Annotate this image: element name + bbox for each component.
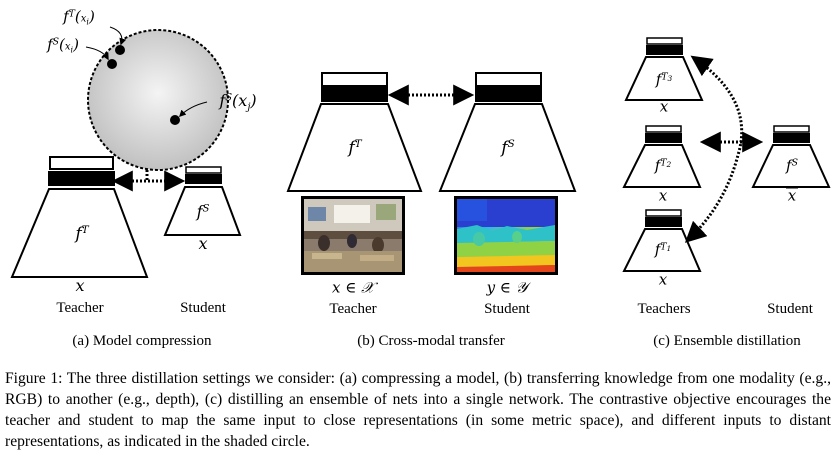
embedding-circle (87, 29, 229, 171)
student-trapezoid (163, 186, 242, 236)
subcaption-a: (a) Model compression (72, 333, 212, 349)
teacher-fT-a: fT (75, 223, 89, 244)
student-head-bar-c (773, 133, 810, 143)
x-label-student-c: x (787, 186, 797, 205)
teacher-head-bar-b (321, 87, 388, 102)
pointer-student-xj (179, 101, 208, 117)
x-label-t3: x (659, 97, 669, 116)
label-fS-xj: fS(xj) (219, 90, 257, 114)
figure-caption: Figure 1: The three distillation setting… (5, 370, 831, 450)
student-fS-a: fS (196, 202, 210, 221)
x-label-t2: x (658, 186, 668, 205)
teacher-label-b: Teacher (329, 301, 377, 317)
teacher-trapezoid (10, 188, 149, 278)
point-student-xj (170, 115, 180, 125)
x-label-teacher-a: x (75, 276, 85, 295)
panel-ensemble (622, 37, 831, 272)
student-head-top-b (475, 72, 542, 87)
t1-head-top (645, 209, 682, 217)
teacher-head-bar (48, 171, 115, 186)
student-trapezoid-b (438, 103, 577, 192)
depth-image (454, 196, 558, 275)
student-label-c: Student (767, 301, 813, 317)
t3-head-bar (646, 45, 683, 55)
x-label-student-a: x (198, 234, 208, 253)
x-in-X-label: x ∈ 𝒳 (332, 278, 374, 297)
label-fT-xi: fT(xi) (63, 7, 95, 27)
subcaption-b: (b) Cross-modal transfer (357, 333, 505, 349)
x-label-t1: x (658, 270, 668, 289)
student-fS-c: fS (786, 156, 798, 175)
t1-head-bar (645, 217, 682, 227)
figure: fT(xi) fS(xi) fS(xj) fT fS fT fS fT3 fT2… (10, 7, 831, 349)
student-label-b: Student (484, 301, 530, 317)
t1-trapezoid (622, 228, 702, 272)
teacher-trapezoid-b (286, 103, 423, 192)
subcaption-c: (c) Ensemble distillation (653, 333, 801, 349)
student-trapezoid-c (751, 144, 831, 188)
student-head-top-c (773, 125, 810, 133)
teacher-label-a: Teacher (56, 300, 104, 316)
teacher-fT-b: fT (348, 137, 362, 158)
teacher-head-top-b (321, 72, 388, 87)
t3-head-top (646, 37, 683, 45)
teacher-head-top (49, 156, 114, 170)
student-head-bar (185, 174, 222, 184)
pointer-student-xi (85, 46, 109, 61)
student-label-a: Student (180, 300, 226, 316)
student-head-top (185, 166, 222, 174)
student-head-bar-b (475, 87, 542, 102)
panel-cross-modal (286, 72, 577, 192)
teachers-label-c: Teachers (637, 301, 691, 317)
t2-head-top (645, 125, 682, 133)
rgb-classroom-image (301, 196, 405, 275)
point-teacher-xi (115, 45, 125, 55)
t2-label: fT2 (654, 156, 672, 175)
student-fS-b: fS (501, 137, 515, 158)
point-student-xi (107, 59, 117, 69)
t2-head-bar (645, 133, 682, 143)
panel-model-compression (10, 26, 242, 278)
t3-label: fT3 (655, 70, 673, 89)
y-in-Y-label: y ∈ 𝒴 (486, 278, 528, 297)
figure-diagram (10, 26, 831, 278)
t1-label: fT1 (654, 240, 672, 259)
label-fS-xi: fS(xi) (47, 35, 79, 55)
pointer-teacher-xi (109, 26, 127, 46)
